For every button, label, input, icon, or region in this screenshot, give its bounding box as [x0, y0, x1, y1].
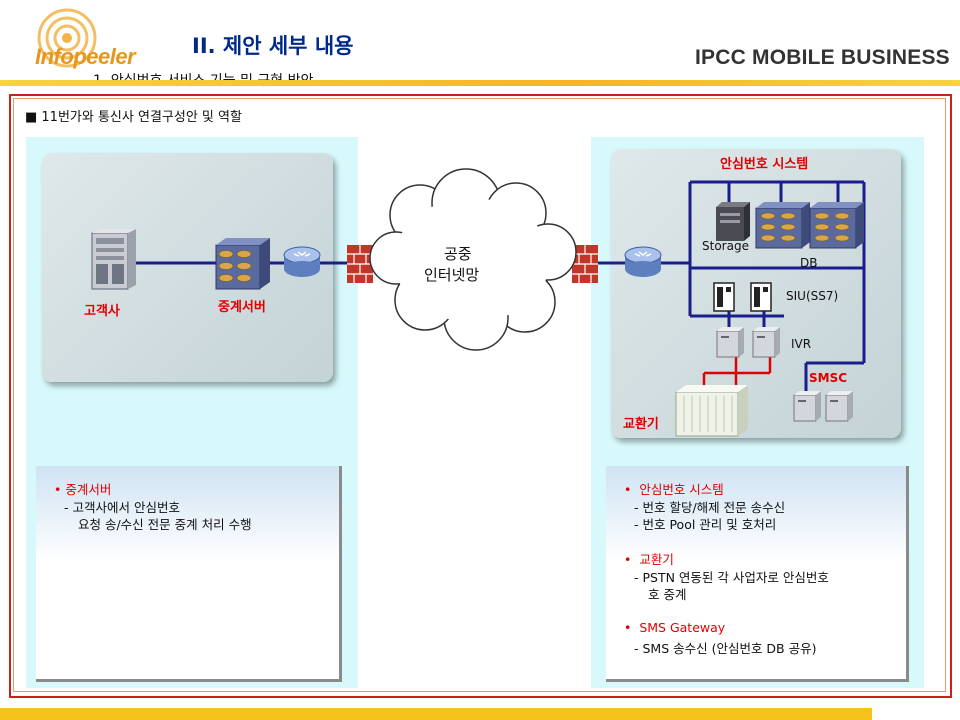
smsc-server-2-icon [825, 391, 853, 422]
header-divider [0, 80, 960, 86]
system-desc-item2-title-row: • 교환기 [624, 549, 674, 568]
bullet-icon: • [624, 620, 632, 635]
relay-server-icon [215, 238, 270, 290]
siu-server-1-icon [713, 282, 735, 312]
relay-server-label: 중계서버 [218, 300, 266, 315]
content-frame [9, 94, 952, 698]
system-desc-item1-line2: - 번호 Pool 관리 및 호처리 [634, 517, 777, 532]
system-description [606, 466, 909, 682]
smsc-label: SMSC [809, 371, 848, 385]
section-heading: ■ 11번가와 통신사 연결구성안 및 역할 [25, 110, 242, 125]
system-desc-item2-title: 교환기 [639, 552, 674, 567]
cloud-label-line1: 공중 [444, 245, 472, 263]
system-desc-item1-title-row: • 안심번호 시스템 [624, 479, 724, 498]
system-desc-item3-title-row: • SMS Gateway [624, 620, 725, 635]
relay-desc-title-row: • 중계서버 [54, 479, 111, 498]
customer-server-icon [91, 229, 136, 290]
siu-server-2-icon [750, 282, 772, 312]
bullet-icon: • [624, 482, 632, 497]
db-array-2-icon [809, 202, 864, 249]
relay-desc-title: 중계서버 [65, 482, 112, 497]
footer-bar [0, 708, 872, 720]
exchange-switch-icon [675, 385, 748, 437]
cloud-label-line2: 인터넷망 [424, 266, 480, 284]
firewall-left-icon [347, 245, 373, 283]
ivr-server-1-icon [716, 327, 744, 358]
content-frame-inner [13, 98, 946, 692]
logo-emblem-icon [37, 8, 97, 68]
router-left-icon [283, 246, 321, 277]
customer-label: 고객사 [84, 304, 120, 319]
exchange-label: 교환기 [623, 417, 659, 432]
relay-server-description [36, 466, 342, 682]
system-desc-item1-line1: - 번호 할당/해제 전문 송수신 [634, 500, 786, 515]
relay-desc-line1: - 고객사에서 안심번호 [64, 500, 180, 515]
smsc-server-1-icon [793, 391, 821, 422]
db-array-1-icon [755, 202, 810, 249]
storage-icon [716, 202, 750, 241]
ivr-server-2-icon [752, 327, 780, 358]
internet-cloud-icon [369, 168, 577, 351]
system-desc-item2-line1: - PSTN 연동된 각 사업자로 안심번호 [634, 570, 829, 585]
page-title: II. 제안 세부 내용 [192, 34, 354, 58]
bullet-icon: • [624, 552, 632, 567]
system-desc-item1-title: 안심번호 시스템 [639, 482, 724, 497]
db-label: DB [800, 256, 818, 270]
system-desc-item3-line1: - SMS 송수신 (안심번호 DB 공유) [634, 641, 817, 656]
brand-name: IPCC MOBILE BUSINESS [695, 46, 950, 69]
system-desc-item2-line2: 호 중계 [648, 587, 687, 602]
siu-label: SIU(SS7) [786, 289, 839, 303]
ivr-label: IVR [791, 337, 812, 351]
relay-desc-line2: 요청 송/수신 전문 중계 처리 수행 [78, 517, 252, 532]
logo-text: Infopeeler [35, 44, 136, 69]
system-desc-item3-title: SMS Gateway [639, 620, 726, 635]
system-title: 안심번호 시스템 [720, 157, 809, 172]
bullet-icon: • [54, 482, 62, 497]
storage-label: Storage [702, 239, 749, 253]
router-right-icon [624, 246, 662, 277]
